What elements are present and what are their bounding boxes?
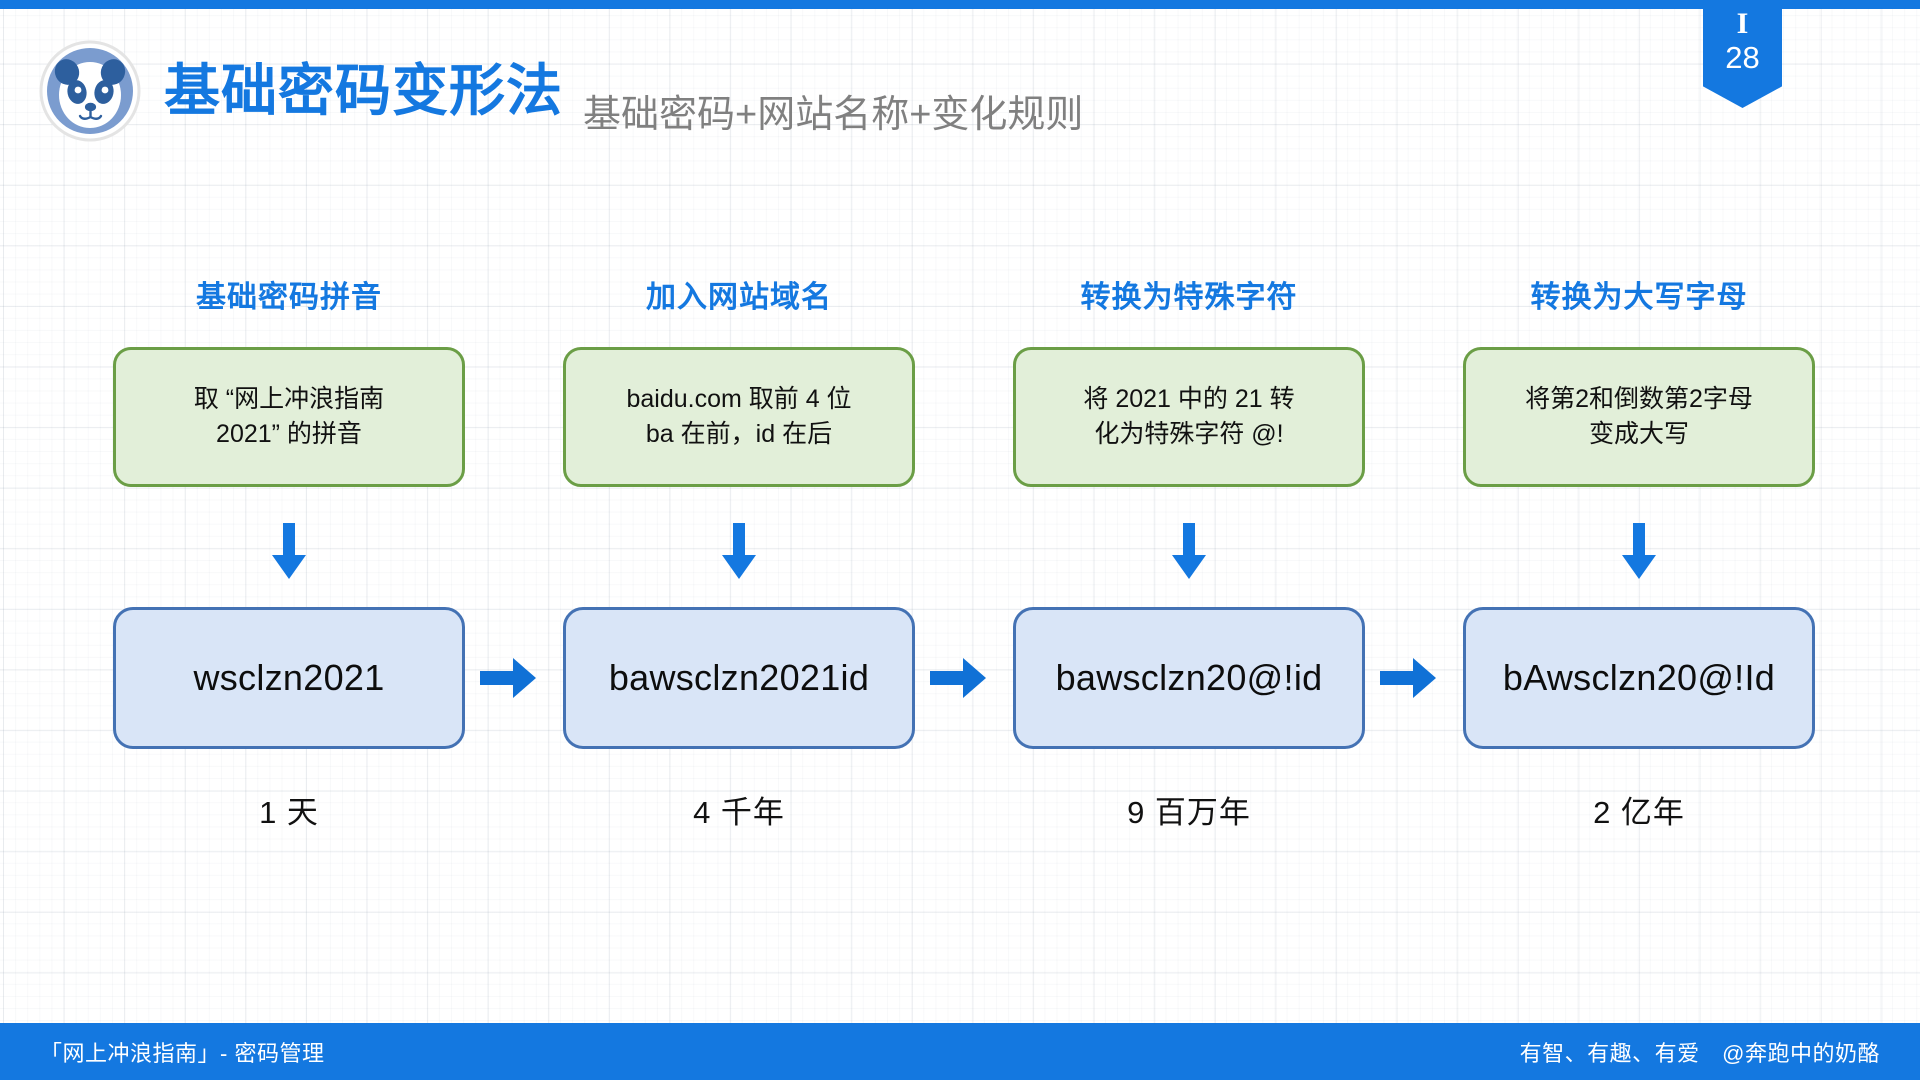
arrow-right-icon-2 — [930, 658, 986, 698]
top-accent-bar — [0, 0, 1920, 9]
arrow-down-icon-3 — [1172, 521, 1206, 583]
arrow-right-icon-1 — [480, 658, 536, 698]
password-row-4: bAwsclzn20@!Id — [1380, 607, 1864, 749]
step-header-4: 转换为大写字母 — [1530, 281, 1748, 314]
rule-box-1: 取 “网上冲浪指南 2021” 的拼音 — [113, 347, 465, 487]
password-box-3: bawsclzn20@!id — [1013, 607, 1365, 749]
password-row-3: bawsclzn20@!id — [930, 607, 1414, 749]
crack-time-2: 4 千年 — [693, 795, 785, 830]
rule-box-2: baidu.com 取前 4 位 ba 在前，id 在后 — [563, 347, 915, 487]
rule-box-4: 将第2和倒数第2字母 变成大写 — [1463, 347, 1815, 487]
page-subtitle: 基础密码+网站名称+变化规则 — [583, 94, 1084, 136]
step-header-2: 加入网站域名 — [646, 281, 832, 314]
step-column-3: 转换为特殊字符 将 2021 中的 21 转 化为特殊字符 @! bawsclz… — [930, 265, 1414, 925]
arrow-down-icon-4 — [1622, 521, 1656, 583]
arrow-down-icon-1 — [272, 521, 306, 583]
badge-number: 28 — [1725, 39, 1760, 75]
slide-footer: 「网上冲浪指南」- 密码管理 有智、有趣、有爱 @奔跑中的奶酪 — [0, 1023, 1920, 1080]
footer-breadcrumb: 「网上冲浪指南」- 密码管理 — [40, 1040, 325, 1066]
arrow-right-icon-3 — [1380, 658, 1436, 698]
badge-letter: I — [1736, 7, 1749, 40]
slide-header: 基础密码变形法 基础密码+网站名称+变化规则 — [0, 36, 1700, 146]
step-header-3: 转换为特殊字符 — [1080, 281, 1298, 314]
crack-time-3: 9 百万年 — [1127, 795, 1251, 830]
crack-time-1: 1 天 — [259, 795, 319, 830]
crack-time-4: 2 亿年 — [1593, 795, 1685, 830]
step-column-2: 加入网站域名 baidu.com 取前 4 位 ba 在前，id 在后 baws… — [480, 265, 964, 925]
page-title: 基础密码变形法 — [164, 59, 563, 122]
panda-logo-icon — [38, 39, 142, 143]
footer-credit: 有智、有趣、有爱 @奔跑中的奶酪 — [1519, 1040, 1880, 1066]
arrow-down-icon-2 — [722, 521, 756, 583]
password-box-4: bAwsclzn20@!Id — [1463, 607, 1815, 749]
rule-box-3: 将 2021 中的 21 转 化为特殊字符 @! — [1013, 347, 1365, 487]
step-column-4: 转换为大写字母 将第2和倒数第2字母 变成大写 bAwsclzn20@!Id 2… — [1380, 265, 1864, 925]
step-column-1: 基础密码拼音 取 “网上冲浪指南 2021” 的拼音 wsclzn2021 1 … — [64, 265, 514, 925]
password-row-2: bawsclzn2021id — [480, 607, 964, 749]
page-number-badge: I 28 — [1703, 0, 1782, 108]
password-box-2: bawsclzn2021id — [563, 607, 915, 749]
password-row-1: wsclzn2021 — [64, 607, 514, 749]
step-header-1: 基础密码拼音 — [196, 281, 382, 314]
password-box-1: wsclzn2021 — [113, 607, 465, 749]
steps-grid: 基础密码拼音 取 “网上冲浪指南 2021” 的拼音 wsclzn2021 1 … — [64, 265, 1864, 925]
